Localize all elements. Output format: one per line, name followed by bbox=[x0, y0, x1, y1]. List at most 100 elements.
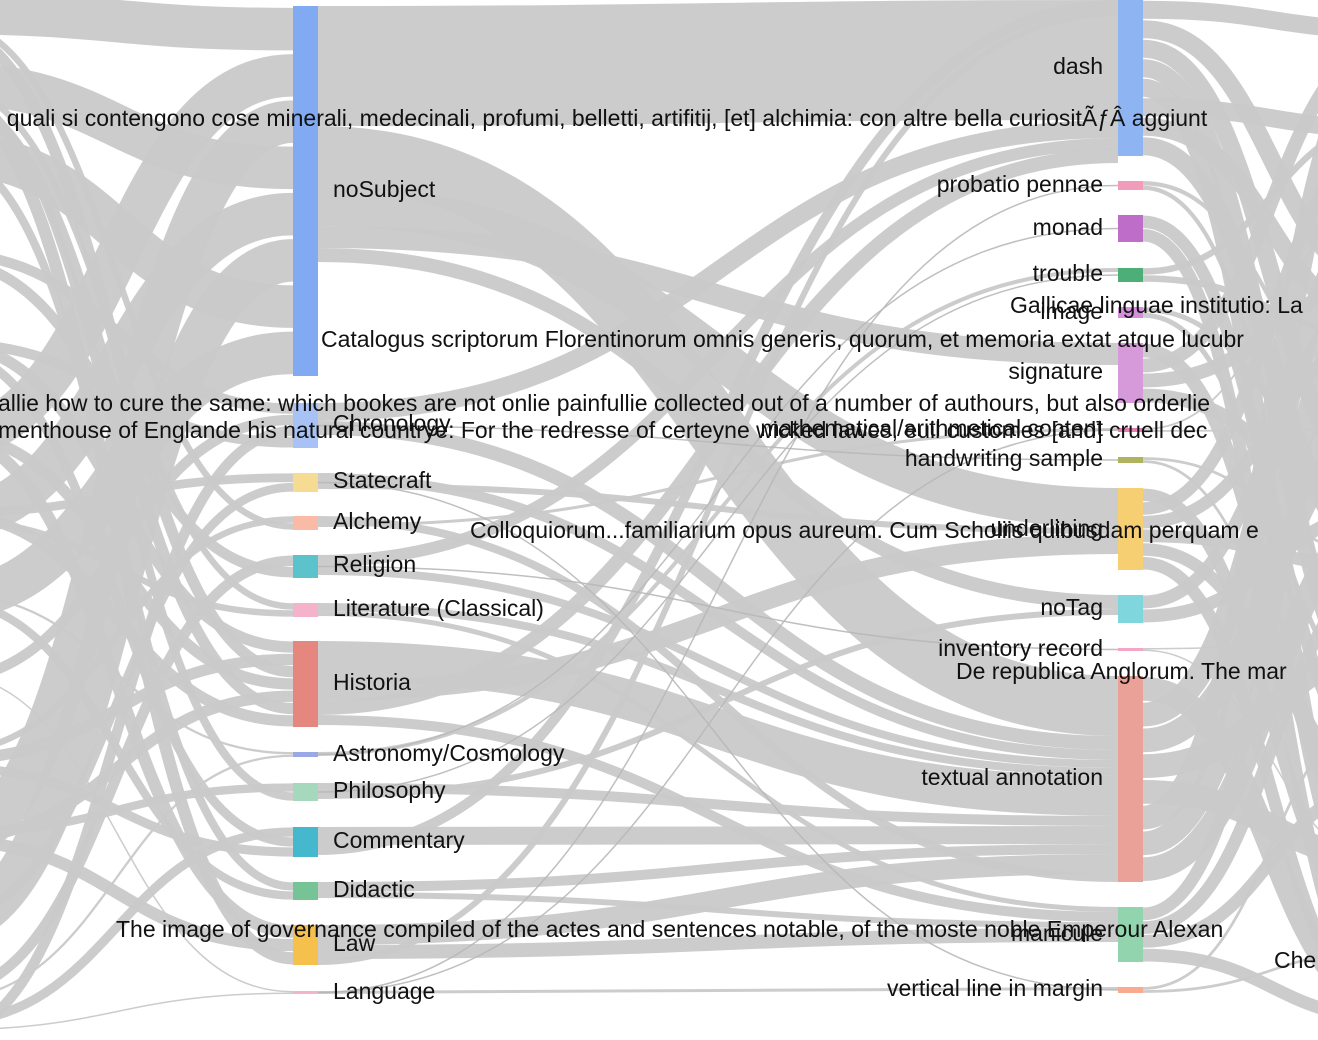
subject-node-statecraft[interactable] bbox=[293, 473, 318, 492]
subject-node-philosophy[interactable] bbox=[293, 783, 318, 801]
subject-node-chronology[interactable] bbox=[293, 403, 318, 448]
subject-node-alchemy[interactable] bbox=[293, 516, 318, 530]
subject-label-literature-classical: Literature (Classical) bbox=[333, 595, 544, 621]
link bbox=[0, 516, 294, 727]
tag-label-monad: monad bbox=[1033, 214, 1103, 240]
link bbox=[317, 603, 1119, 776]
tag-node-dash[interactable] bbox=[1118, 0, 1143, 156]
tag-node-textual-annotation[interactable] bbox=[1118, 676, 1143, 882]
link bbox=[0, 65, 294, 190]
subject-node-historia[interactable] bbox=[293, 641, 318, 727]
link bbox=[0, 653, 294, 762]
link bbox=[0, 555, 294, 980]
link bbox=[1142, 677, 1318, 973]
link bbox=[0, 116, 294, 801]
tag-label-mathematical-arithmetical-content: mathematical/arithmetical content bbox=[760, 415, 1103, 441]
tag-to-book-links bbox=[1141, 0, 1318, 1014]
link bbox=[0, 838, 294, 952]
tag-label-dash: dash bbox=[1053, 53, 1103, 79]
link bbox=[317, 987, 1119, 994]
link bbox=[1142, 20, 1318, 256]
subject-node-nosubject[interactable] bbox=[293, 6, 318, 376]
tag-label-trouble: trouble bbox=[1033, 260, 1103, 286]
link bbox=[1142, 185, 1318, 515]
link bbox=[1142, 801, 1318, 948]
book-labels: ' quali si contengono cose minerali, med… bbox=[0, 105, 1316, 973]
tag-node-manicule[interactable] bbox=[1118, 907, 1143, 962]
tag-node-inventory-record[interactable] bbox=[1118, 648, 1143, 651]
link bbox=[317, 138, 1119, 567]
link bbox=[317, 783, 1119, 826]
link bbox=[317, 428, 1119, 527]
subject-nodes: noSubjectChronologyStatecraftAlchemyReli… bbox=[293, 6, 565, 1004]
tag-node-probatio-pennae[interactable] bbox=[1118, 181, 1143, 190]
link bbox=[317, 268, 1119, 756]
link bbox=[317, 483, 1119, 534]
link bbox=[317, 429, 1119, 994]
link bbox=[317, 424, 1119, 461]
link bbox=[0, 138, 294, 328]
tag-label-probatio-pennae: probatio pennae bbox=[937, 171, 1103, 197]
book-label: Gallicae linguae institutio: La bbox=[1010, 292, 1303, 318]
link bbox=[317, 481, 1119, 991]
subject-label-nosubject: noSubject bbox=[333, 176, 436, 202]
subject-label-alchemy: Alchemy bbox=[333, 508, 422, 534]
tag-label-signature: signature bbox=[1008, 358, 1103, 384]
subject-label-philosophy: Philosophy bbox=[333, 777, 446, 803]
link bbox=[1142, 750, 1318, 990]
tag-label-underlining: underlining bbox=[990, 515, 1103, 541]
tag-node-handwriting-sample[interactable] bbox=[1118, 457, 1143, 463]
link bbox=[1142, 98, 1318, 134]
link bbox=[317, 274, 1119, 793]
book-label: Catalogus scriptorum Florentinorum omnis… bbox=[321, 326, 1244, 352]
link bbox=[317, 854, 1119, 945]
link bbox=[317, 421, 1119, 750]
link bbox=[0, 39, 294, 530]
subject-node-literature-classical[interactable] bbox=[293, 603, 318, 617]
subject-node-commentary[interactable] bbox=[293, 827, 318, 857]
tag-node-vertical-line-in-margin[interactable] bbox=[1118, 987, 1143, 993]
tag-node-underlining[interactable] bbox=[1118, 488, 1143, 570]
link bbox=[0, 608, 294, 900]
subject-node-didactic[interactable] bbox=[293, 882, 318, 900]
book-label: ' quali si contengono cose minerali, med… bbox=[0, 105, 1208, 131]
link bbox=[1142, 39, 1318, 438]
link bbox=[0, 366, 294, 847]
subject-node-law[interactable] bbox=[293, 925, 318, 965]
link bbox=[317, 0, 1119, 855]
subject-label-astronomy-cosmology: Astronomy/Cosmology bbox=[333, 740, 565, 766]
subject-label-commentary: Commentary bbox=[333, 827, 465, 853]
tag-node-image[interactable] bbox=[1118, 307, 1143, 318]
tag-node-signature[interactable] bbox=[1118, 343, 1143, 403]
tag-node-monad[interactable] bbox=[1118, 215, 1143, 242]
tag-label-textual-annotation: textual annotation bbox=[921, 764, 1103, 790]
link bbox=[317, 226, 1119, 365]
book-label: De republica Anglorum. The mar bbox=[956, 658, 1287, 684]
subject-node-astronomy-cosmology[interactable] bbox=[293, 752, 318, 757]
link bbox=[1142, 622, 1318, 934]
link bbox=[317, 516, 1119, 882]
link bbox=[1141, 350, 1318, 856]
book-label: The image of governance compiled of the … bbox=[116, 916, 1223, 942]
link bbox=[1142, 948, 1318, 1014]
link bbox=[0, 125, 294, 965]
link bbox=[1142, 418, 1318, 921]
book-to-subject-links bbox=[0, 0, 296, 1030]
book-label: Colloquiorum...familiarium opus aureum. … bbox=[470, 517, 1259, 543]
tag-label-manicule: manicule bbox=[1011, 920, 1103, 946]
tag-node-notag[interactable] bbox=[1118, 595, 1143, 623]
subject-node-religion[interactable] bbox=[293, 555, 318, 578]
link bbox=[317, 567, 1119, 768]
tag-label-handwriting-sample: handwriting sample bbox=[905, 445, 1103, 471]
link bbox=[317, 611, 1119, 912]
link bbox=[1141, 138, 1318, 830]
tag-node-mathematical-arithmetical-content[interactable] bbox=[1118, 428, 1143, 432]
book-label: Che bbox=[1274, 947, 1316, 973]
link bbox=[1142, 0, 1318, 36]
link bbox=[1142, 117, 1318, 305]
subject-label-historia: Historia bbox=[333, 669, 411, 695]
subject-node-language[interactable] bbox=[293, 991, 318, 994]
link bbox=[317, 0, 1119, 126]
tag-node-trouble[interactable] bbox=[1118, 268, 1143, 282]
